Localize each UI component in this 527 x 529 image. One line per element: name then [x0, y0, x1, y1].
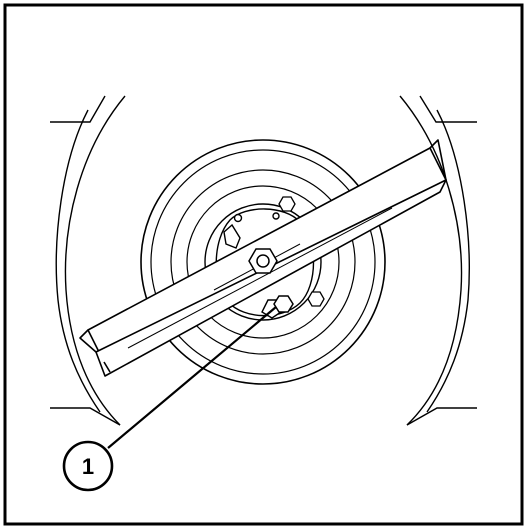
callout-number: 1 — [82, 454, 94, 479]
deck-housing-right — [399, 95, 477, 426]
blade-nut — [248, 248, 278, 274]
callout-1: 1 — [62, 440, 114, 492]
pulley-hex-bolts — [278, 196, 325, 307]
callout-hex-bolt — [273, 295, 294, 313]
deck-housing-left — [50, 95, 126, 426]
callout-circle — [62, 440, 114, 492]
spindle-pulley — [140, 139, 386, 385]
callout-leader-line — [107, 306, 277, 449]
